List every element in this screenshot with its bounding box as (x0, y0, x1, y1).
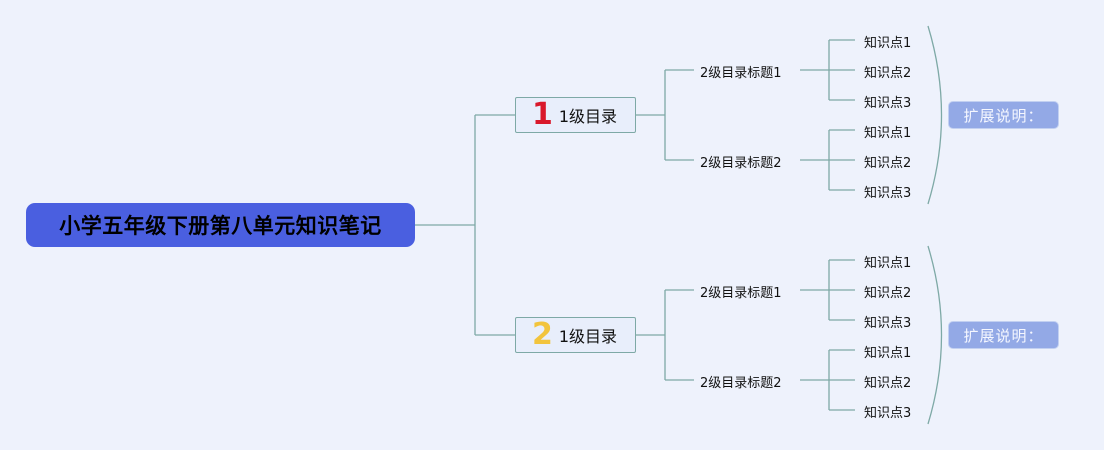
knowledge-point[interactable]: 知识点2 (864, 62, 911, 81)
root-title: 小学五年级下册第八单元知识笔记 (59, 214, 382, 238)
level2-topic[interactable]: 2级目录标题2 (700, 152, 782, 171)
knowledge-point-label: 知识点1 (864, 36, 912, 51)
knowledge-point[interactable]: 知识点3 (864, 402, 911, 421)
level1-topic-1[interactable]: 1 1级目录 (515, 97, 636, 133)
knowledge-point-label: 知识点2 (864, 376, 912, 391)
root-topic[interactable]: 小学五年级下册第八单元知识笔记 (26, 203, 415, 247)
extension-label: 扩展说明： (963, 326, 1044, 345)
level1-label: 1级目录 (558, 327, 618, 346)
number-1-icon: 1 (532, 97, 553, 132)
knowledge-point[interactable]: 知识点1 (864, 342, 911, 361)
knowledge-point[interactable]: 知识点1 (864, 122, 911, 141)
extension-note[interactable]: 扩展说明： (948, 101, 1059, 129)
knowledge-point-label: 知识点2 (864, 66, 912, 81)
knowledge-point-label: 知识点2 (864, 156, 912, 171)
knowledge-point[interactable]: 知识点2 (864, 372, 911, 391)
knowledge-point[interactable]: 知识点3 (864, 312, 911, 331)
knowledge-point-label: 知识点1 (864, 346, 912, 361)
extension-label: 扩展说明： (963, 106, 1044, 125)
knowledge-point[interactable]: 知识点2 (864, 282, 911, 301)
knowledge-point-label: 知识点3 (864, 316, 912, 331)
level2-label: 2级目录标题1 (700, 286, 782, 301)
knowledge-point[interactable]: 知识点3 (864, 92, 911, 111)
knowledge-point[interactable]: 知识点2 (864, 152, 911, 171)
knowledge-point-label: 知识点1 (864, 256, 912, 271)
level2-topic[interactable]: 2级目录标题1 (700, 62, 782, 81)
level2-label: 2级目录标题2 (700, 376, 782, 391)
number-2-icon: 2 (532, 317, 553, 352)
level2-topic[interactable]: 2级目录标题2 (700, 372, 782, 391)
level1-topic-2[interactable]: 2 1级目录 (515, 317, 636, 353)
knowledge-point-label: 知识点2 (864, 286, 912, 301)
knowledge-point-label: 知识点3 (864, 406, 912, 421)
knowledge-point-label: 知识点3 (864, 186, 912, 201)
knowledge-point[interactable]: 知识点1 (864, 32, 911, 51)
level2-label: 2级目录标题1 (700, 66, 782, 81)
level2-topic[interactable]: 2级目录标题1 (700, 282, 782, 301)
extension-note[interactable]: 扩展说明： (948, 321, 1059, 349)
level2-label: 2级目录标题2 (700, 156, 782, 171)
level1-label: 1级目录 (558, 107, 618, 126)
knowledge-point[interactable]: 知识点3 (864, 182, 911, 201)
knowledge-point-label: 知识点1 (864, 126, 912, 141)
knowledge-point[interactable]: 知识点1 (864, 252, 911, 271)
knowledge-point-label: 知识点3 (864, 96, 912, 111)
